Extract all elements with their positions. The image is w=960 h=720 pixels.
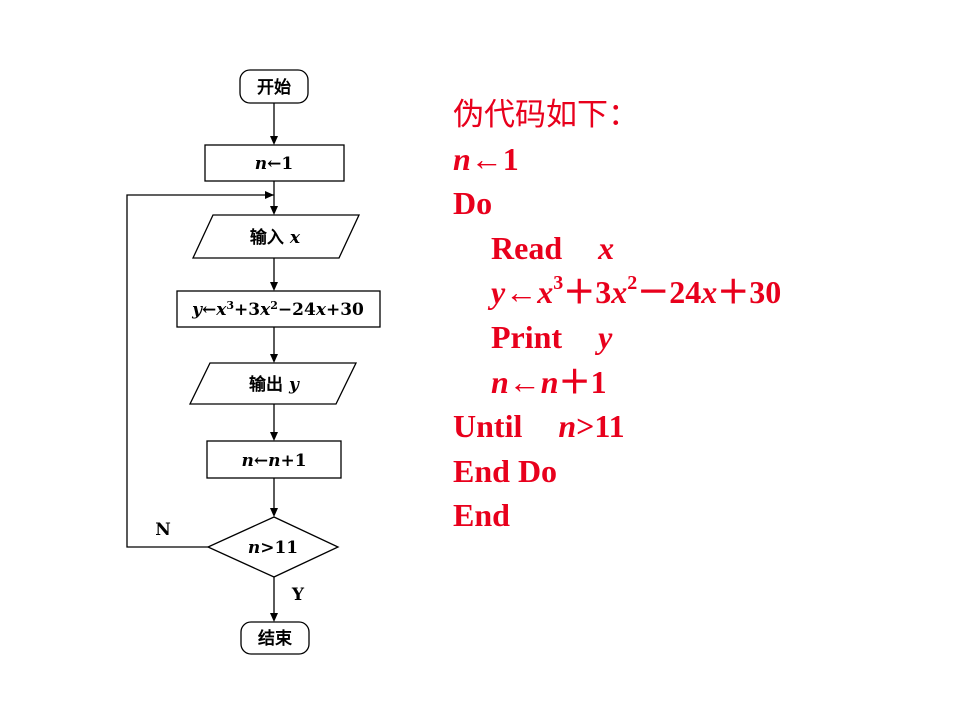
compute-label: y←x3+3x2−24x+30 — [191, 299, 364, 320]
init-process — [204, 144, 345, 182]
loop-back-line — [126, 194, 274, 548]
arrowhead — [270, 432, 278, 441]
decision-label: n>11 — [248, 538, 298, 558]
init-label: n←1 — [255, 154, 293, 174]
output-parallelogram — [188, 362, 358, 405]
pseudocode-line-increment: n←n＋1 — [491, 363, 607, 400]
arrowhead — [265, 191, 274, 199]
compute-process — [176, 290, 381, 328]
input-parallelogram — [191, 214, 361, 259]
end-terminal — [240, 621, 310, 655]
pseudocode-line-end-do: End Do — [453, 452, 558, 489]
pseudocode-line-end: End — [453, 497, 510, 534]
increment-process — [206, 440, 342, 479]
arrowhead — [270, 206, 278, 215]
increment-label: n←n+1 — [241, 451, 306, 471]
end-label: 结束 — [258, 628, 292, 649]
arrowhead — [270, 354, 278, 363]
yes-branch-label: Y — [291, 585, 305, 605]
arrowhead — [270, 508, 278, 517]
pseudocode-line-init: n←1 — [453, 140, 519, 177]
pseudocode-line-do: Do — [453, 185, 493, 222]
no-branch-label: N — [155, 520, 171, 540]
pseudocode-title: 伪代码如下： — [453, 97, 639, 133]
arrowhead — [270, 613, 278, 622]
pseudocode-line-compute: y←x3＋3x2－24x＋30 — [491, 272, 782, 311]
start-label: 开始 — [257, 77, 291, 98]
arrowhead — [270, 282, 278, 291]
arrowhead — [270, 136, 278, 145]
